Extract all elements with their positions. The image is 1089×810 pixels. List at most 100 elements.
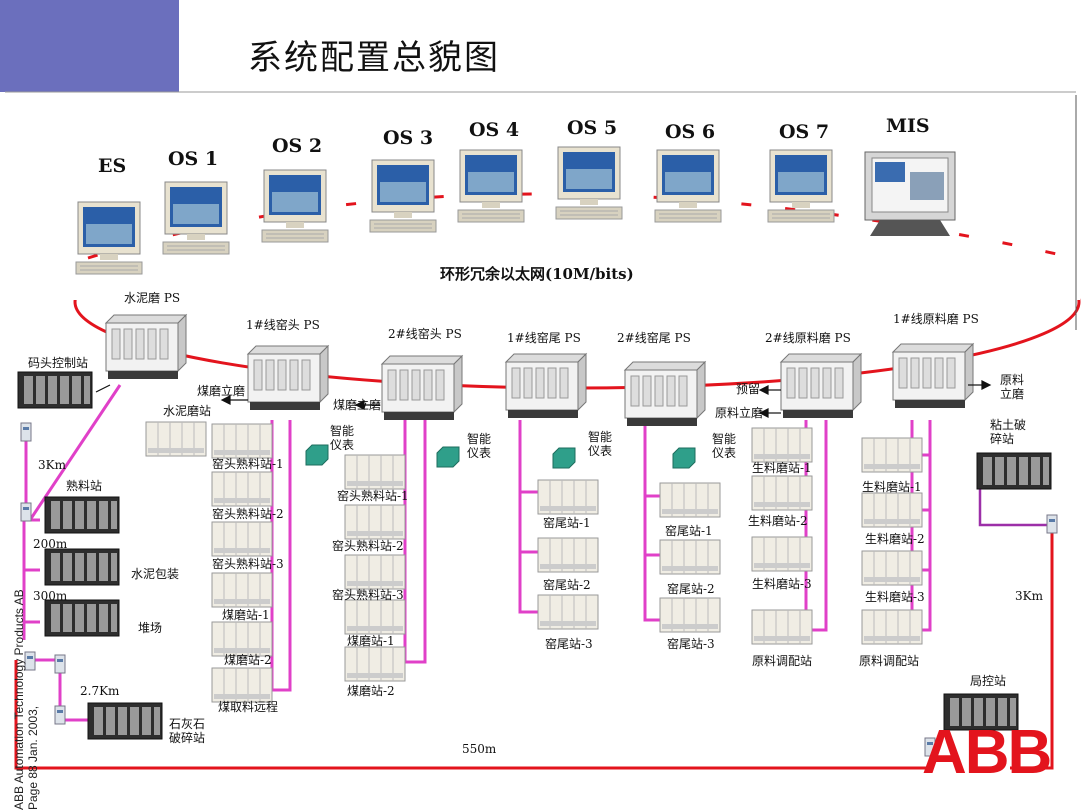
io-k2coal1 — [344, 599, 406, 635]
ps-kiln-head-2-icon — [381, 355, 463, 421]
io-r2-2 — [751, 475, 813, 511]
arrows — [95, 380, 992, 418]
k2hc2-label: 窑头熟料站-2 — [332, 539, 404, 553]
io-k2hc1 — [344, 454, 406, 490]
os3-label: OS 3 — [383, 127, 434, 149]
ps-kiln-tail-1-icon — [505, 353, 587, 419]
ps-kiln-tail-2-label: 2#线窑尾 PS — [617, 331, 691, 345]
khc3-label: 窑头熟料站-3 — [212, 557, 284, 571]
es-label: ES — [98, 155, 127, 177]
kt2-2-label: 窑尾站-2 — [667, 582, 715, 596]
kt2-1-label: 窑尾站-1 — [665, 524, 713, 538]
coal2-label: 煤磨站-2 — [224, 653, 272, 667]
title-accent-block — [0, 0, 179, 92]
media-converter — [1046, 514, 1058, 534]
kt1-3-label: 窑尾站-3 — [545, 637, 593, 651]
yard-label: 堆场 — [138, 621, 163, 635]
io-kt1-3 — [537, 594, 599, 630]
r2-1-label: 生料磨站-1 — [752, 461, 812, 475]
io-r2-3 — [751, 536, 813, 572]
raw-vertical-label: 原料立磨 — [715, 406, 764, 420]
io-coal1 — [211, 572, 273, 608]
vendor-side-text: ABB Automation Technology Products AB — [12, 589, 26, 810]
ps-raw-mill-2-icon — [780, 353, 862, 419]
rack-dock-station — [17, 371, 93, 409]
rack-cement-pack — [44, 548, 120, 586]
io-r1-blend — [861, 609, 923, 645]
io-kt1-2 — [537, 537, 599, 573]
io-khc3 — [211, 521, 273, 557]
coal-mill-vertical-2-label: 煤磨立磨 — [333, 398, 382, 412]
os6-workstation-icon — [654, 149, 722, 223]
coal-mill-vertical-1-label: 煤磨立磨 — [197, 384, 246, 398]
r1-blend-label: 原料调配站 — [859, 654, 920, 668]
os4-label: OS 4 — [469, 119, 520, 141]
r2-2-label: 生料磨站-2 — [748, 514, 808, 528]
rack-yard — [44, 599, 120, 637]
limestone-label: 石灰石 破碎站 — [169, 717, 206, 745]
khc2-label: 窑头熟料站-2 — [212, 507, 284, 521]
os6-label: OS 6 — [665, 121, 716, 143]
io-r2-blend — [751, 609, 813, 645]
r1-1-label: 生料磨站-1 — [862, 480, 922, 494]
khc1-label: 窑头熟料站-1 — [212, 457, 284, 471]
cement-pack-label: 水泥包装 — [131, 567, 180, 581]
media-converter — [20, 502, 32, 522]
io-kt2-2 — [659, 539, 721, 575]
distance-550m: 550m — [462, 742, 497, 756]
distance-3km-right: 3Km — [1015, 589, 1043, 603]
r1-3-label: 生料磨站-3 — [865, 590, 925, 604]
os5-label: OS 5 — [567, 117, 618, 139]
r2-blend-label: 原料调配站 — [752, 654, 813, 668]
smart-instrument-icon — [552, 447, 576, 469]
smart-instrument-2-label: 智能 仪表 — [467, 432, 492, 460]
clinker-station-label: 熟料站 — [66, 479, 103, 493]
io-kt2-3 — [659, 597, 721, 633]
io-k2hc3 — [344, 554, 406, 590]
os7-workstation-icon — [767, 149, 835, 223]
io-coal2 — [211, 621, 273, 657]
io-khc2 — [211, 471, 273, 507]
distance-200m: 200m — [33, 537, 68, 551]
ps-raw-mill-1-label: 1#线原料磨 PS — [893, 312, 979, 326]
ps-kiln-tail-2-icon — [624, 361, 706, 427]
io-k2hc2 — [344, 504, 406, 540]
io-r1-3 — [861, 550, 923, 586]
os3-workstation-icon — [369, 159, 437, 233]
ps-kiln-head-1-label: 1#线窑头 PS — [246, 318, 320, 332]
smart-instrument-1-label: 智能 仪表 — [330, 424, 355, 452]
r2-3-label: 生料磨站-3 — [752, 577, 812, 591]
ps-kiln-head-2-label: 2#线窑头 PS — [388, 327, 462, 341]
clay-station-label: 粘土破 碎站 — [990, 418, 1027, 446]
os4-workstation-icon — [457, 149, 525, 223]
smart-instrument-icon — [672, 447, 696, 469]
mis-label: MIS — [886, 115, 930, 137]
smart-instrument-3-label: 智能 仪表 — [588, 430, 613, 458]
os2-workstation-icon — [261, 169, 329, 243]
coal-remote-label: 煤取料远程 — [218, 700, 279, 714]
io-cement-mill-station — [145, 421, 207, 457]
smart-instrument-icon — [436, 446, 460, 468]
ring-network-label: 环形冗余以太网(10M/bits) — [440, 265, 634, 283]
pre-homo-label: 预留 — [736, 382, 761, 396]
distance-3km-left: 3Km — [38, 458, 66, 472]
local-station-label: 局控站 — [970, 674, 1007, 688]
smart-instrument-4-label: 智能 仪表 — [712, 432, 737, 460]
dock-station-label: 码头控制站 — [28, 356, 89, 370]
abb-logo: ABB — [922, 718, 1052, 787]
page-title: 系统配置总貌图 — [248, 38, 500, 78]
os7-label: OS 7 — [779, 121, 830, 143]
fiber-links — [978, 488, 1048, 527]
ps-cement-mill-label: 水泥磨 PS — [124, 291, 181, 305]
cement-mill-station-label: 水泥磨站 — [163, 404, 212, 418]
os5-workstation-icon — [555, 146, 623, 220]
rack-clinker-station — [44, 496, 120, 534]
io-kt2-1 — [659, 482, 721, 518]
os1-label: OS 1 — [168, 148, 219, 170]
io-r1-2 — [861, 492, 923, 528]
ps-raw-mill-1-icon — [892, 343, 974, 409]
kt1-1-label: 窑尾站-1 — [543, 516, 591, 530]
k2hc3-label: 窑头熟料站-3 — [332, 588, 404, 602]
io-kt1-1 — [537, 479, 599, 515]
